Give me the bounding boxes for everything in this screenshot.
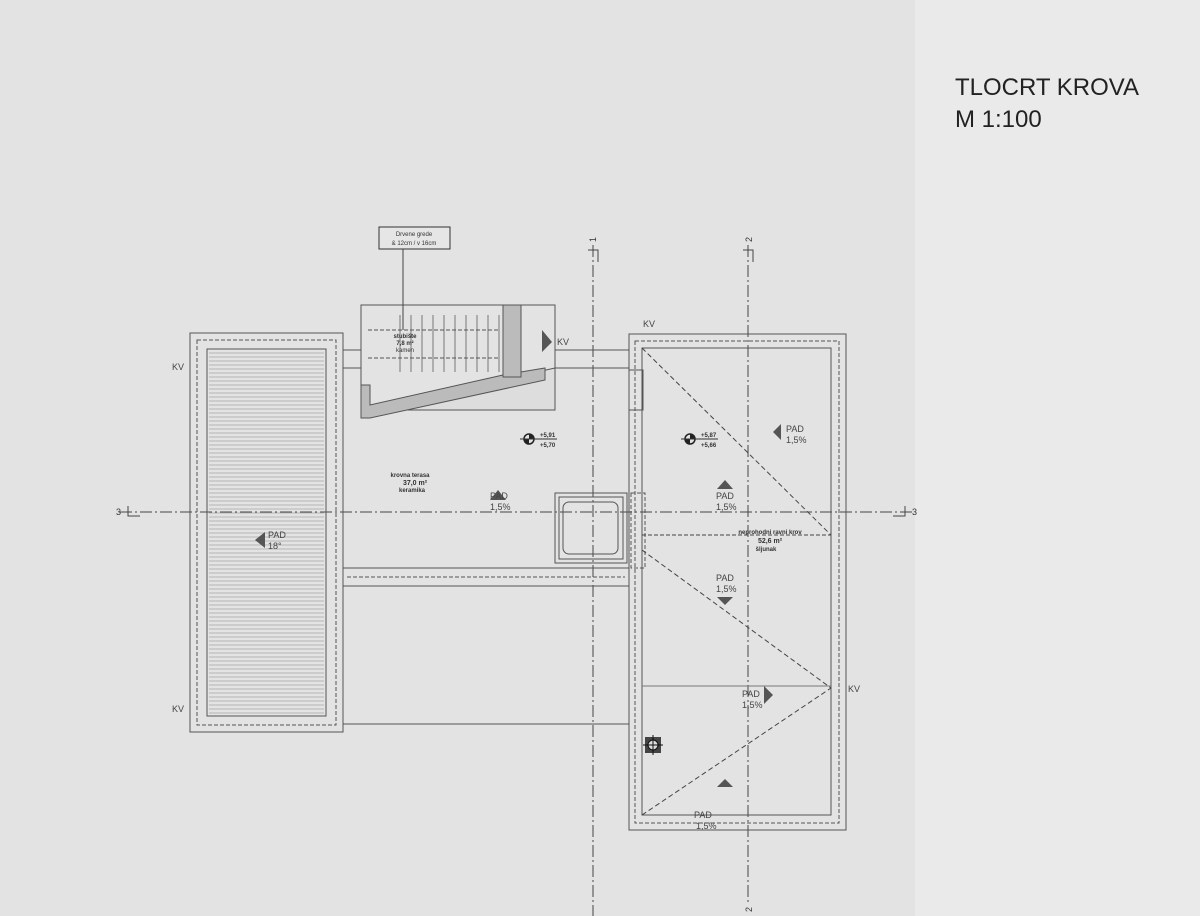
axis-label-2: 2 <box>744 237 754 242</box>
beam-note-line1: Drvene grede <box>396 232 433 238</box>
slope-value: 1,5% <box>742 700 763 710</box>
axis-label-2-bottom: 2 <box>744 907 754 912</box>
elevation-top: +5,91 <box>540 433 556 439</box>
slope-arrow-left-icon <box>255 532 265 548</box>
terrace-slope-value: 1,5% <box>490 502 511 512</box>
skylight <box>554 492 628 564</box>
terrace-slope-label: PAD <box>490 491 508 501</box>
elevation-bottom: +5,66 <box>701 443 717 449</box>
slope-label: PAD <box>694 810 712 820</box>
slope-arrow-right-icon <box>764 686 773 704</box>
flat-roof-finish: šljunak <box>756 547 777 553</box>
beam-note-line2: & 12cm / v 16cm <box>392 241 437 247</box>
slope-arrow-up-icon <box>717 480 733 489</box>
staircase <box>360 304 556 419</box>
left-pitched-roof <box>189 332 344 733</box>
drain-label: KV <box>172 362 184 372</box>
slope-value-deg: 18° <box>268 541 282 551</box>
slope-label: PAD <box>786 424 804 434</box>
slope-value: 1,5% <box>696 821 717 831</box>
axis-label-1: 1 <box>588 237 598 242</box>
terrace-area: 37,0 m² <box>403 480 428 487</box>
elevation-top: +5,87 <box>701 433 717 439</box>
beam-note-box <box>378 226 451 250</box>
stairs-area: 7,8 m² <box>396 340 413 347</box>
slope-label: PAD <box>742 689 760 699</box>
stairs-finish: kamen <box>396 348 414 354</box>
drain-label: KV <box>557 337 569 347</box>
drawing-scale: M 1:100 <box>955 106 1042 133</box>
slope-value: 1,5% <box>716 502 737 512</box>
roof-drain-icon <box>643 735 663 755</box>
slope-value: 1,5% <box>716 584 737 594</box>
slope-arrow-left-icon <box>773 424 781 440</box>
slope-label: PAD <box>716 573 734 583</box>
stairs-name: stubište <box>393 334 417 340</box>
drain-label: KV <box>643 319 655 329</box>
slope-arrow-down-icon <box>717 597 733 605</box>
elevation-bottom: +5,70 <box>540 443 556 449</box>
axis-label-3: 3 <box>116 507 121 517</box>
drain-label: KV <box>848 684 860 694</box>
axis-label-3-right: 3 <box>912 507 917 517</box>
elevation-marker-icon <box>520 433 557 445</box>
axis-markers <box>127 249 906 517</box>
terrace-finish: keramika <box>399 488 426 494</box>
elevation-marker-icon <box>681 433 718 445</box>
drawing-title: TLOCRT KROVA <box>955 74 1139 101</box>
slope-arrow-up-icon <box>490 490 506 500</box>
slope-label: PAD <box>268 530 286 540</box>
slope-label: PAD <box>716 491 734 501</box>
slope-value: 1,5% <box>786 435 807 445</box>
slope-arrow-up-icon <box>717 779 733 787</box>
drain-label: KV <box>172 704 184 714</box>
flat-roof <box>628 333 847 831</box>
flat-roof-area: 52,6 m² <box>758 538 783 545</box>
terrace-name: krovna terasa <box>390 473 430 479</box>
grid-axes <box>120 245 915 916</box>
flat-roof-name: neprohodni ravni krov <box>738 530 802 536</box>
